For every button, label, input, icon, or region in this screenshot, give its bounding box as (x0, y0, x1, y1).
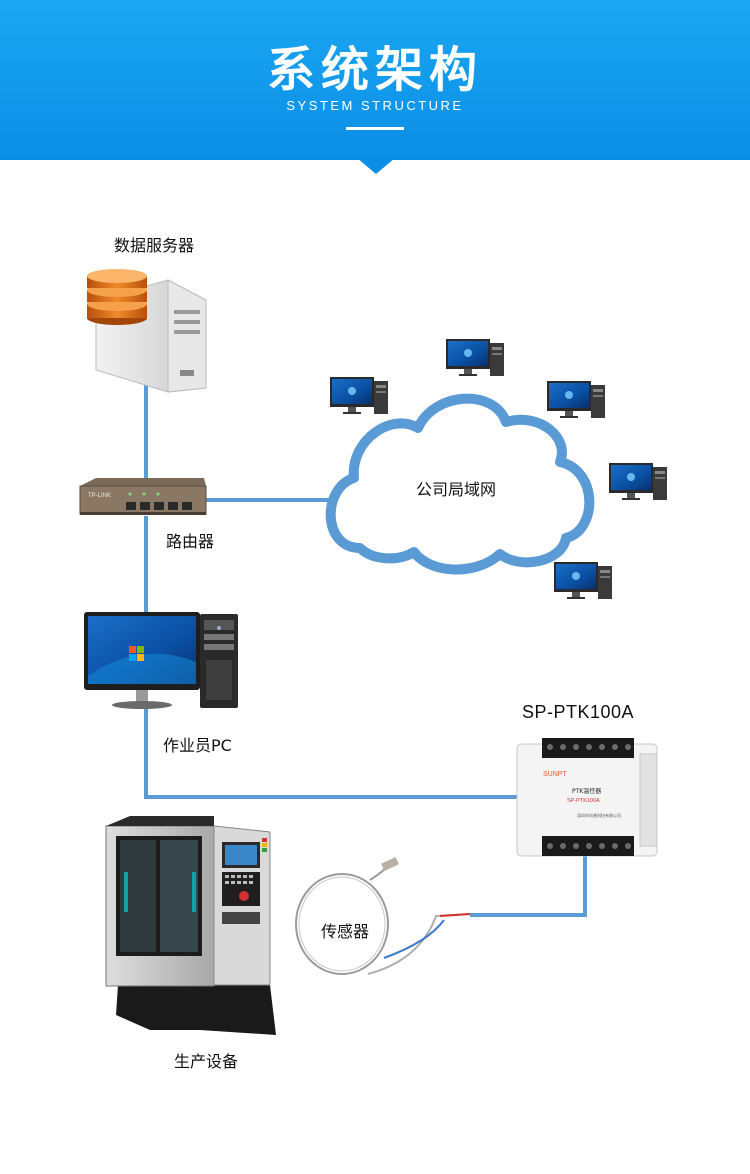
cnc-machine-icon (105, 816, 276, 1035)
label-lan: 公司局域网 (416, 480, 497, 499)
server-icon (87, 269, 207, 393)
link-controller-sensor (470, 852, 587, 917)
controller-logo-text: SUNPT (543, 771, 567, 778)
label-router: 路由器 (166, 532, 215, 551)
header-banner (0, 0, 750, 160)
desktop-computer-icon (554, 562, 612, 599)
desktop-computer-icon (609, 463, 667, 500)
label-production-equipment: 生产设备 (174, 1052, 239, 1071)
desktop-computer-icon (547, 381, 605, 418)
desktop-computer-icon (330, 377, 388, 414)
controller-icon: SUNPT PTK温控器 SP-PTK100A 深圳市尚普科技有限公司 (516, 738, 658, 857)
controller-model-text: SP-PTK100A (567, 798, 600, 804)
router-brand-text: TP-LINK (88, 493, 111, 499)
page-subtitle: SYSTEM STRUCTURE (286, 98, 464, 113)
controller-company-text: 深圳市尚普科技有限公司 (577, 812, 621, 818)
title-underline (346, 127, 404, 130)
label-controller-model: SP-PTK100A (522, 702, 635, 722)
page-title: 系统架构 (266, 42, 483, 98)
label-operator-pc: 作业员PC (163, 736, 232, 755)
header-notch (357, 158, 395, 174)
connection-lines (144, 380, 587, 917)
controller-title-text: PTK温控器 (572, 787, 601, 795)
sensor-probe-icon (295, 856, 471, 975)
desktop-computer-icon (446, 339, 504, 376)
label-data-server: 数据服务器 (114, 236, 195, 255)
link-pc-controller (144, 706, 520, 799)
cloud-icon (325, 393, 595, 575)
desktop-computer-icon (84, 612, 238, 709)
label-sensor: 传感器 (321, 922, 370, 941)
router-icon: TP-LINK (79, 478, 207, 515)
